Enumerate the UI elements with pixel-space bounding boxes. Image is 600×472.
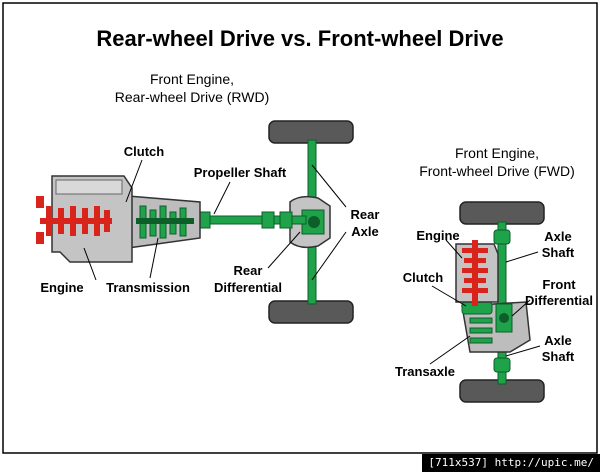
frame-border [2,2,598,454]
rwd-label-engine: Engine [40,280,83,295]
fwd-front-left-tire [459,201,545,225]
rwd-label-rear-differential-line1: Rear [234,263,263,278]
rwd-subtitle-line2: Rear-wheel Drive (RWD) [115,89,270,105]
diagram-title: Rear-wheel Drive vs. Front-wheel Drive [96,26,503,51]
fwd-drivetrain [455,201,545,403]
rwd-engine-crankshaft [36,196,112,244]
fwd-label-front-differential-line1: Front [542,277,576,292]
fwd-label-axle-shaft-top-line1: Axle [544,229,571,244]
rwd-label-transmission: Transmission [106,280,190,295]
fwd-subtitle-line2: Front-wheel Drive (FWD) [419,163,575,179]
rwd-label-rear-axle-line2: Axle [351,224,378,239]
fwd-label-engine: Engine [416,228,459,243]
fwd-label-axle-shaft-top-line2: Shaft [542,245,575,260]
rwd-label-clutch: Clutch [124,144,165,159]
fwd-engine-crankshaft [462,240,488,306]
rwd-transmission-gears [136,205,194,239]
fwd-label-axle-shaft-bottom-line1: Axle [544,333,571,348]
fwd-label-clutch: Clutch [403,270,444,285]
fwd-transaxle-gears [469,317,493,344]
rwd-leader-lines [83,159,301,281]
fwd-label-axle-shaft-bottom-line2: Shaft [542,349,575,364]
rwd-label-propeller-shaft: Propeller Shaft [194,165,287,180]
watermark-badge: [711x537] http://upic.me/ [422,454,600,472]
rwd-subtitle-line1: Front Engine, [150,71,234,87]
fwd-label-transaxle: Transaxle [395,364,455,379]
fwd-leader-lines [429,239,541,365]
fwd-label-front-differential-line2: Differential [525,293,593,308]
rwd-label-rear-axle-line1: Rear [351,207,380,222]
rwd-label-rear-differential-line2: Differential [214,280,282,295]
fwd-subtitle-line1: Front Engine, [455,145,539,161]
rwd-drivetrain [36,120,354,324]
